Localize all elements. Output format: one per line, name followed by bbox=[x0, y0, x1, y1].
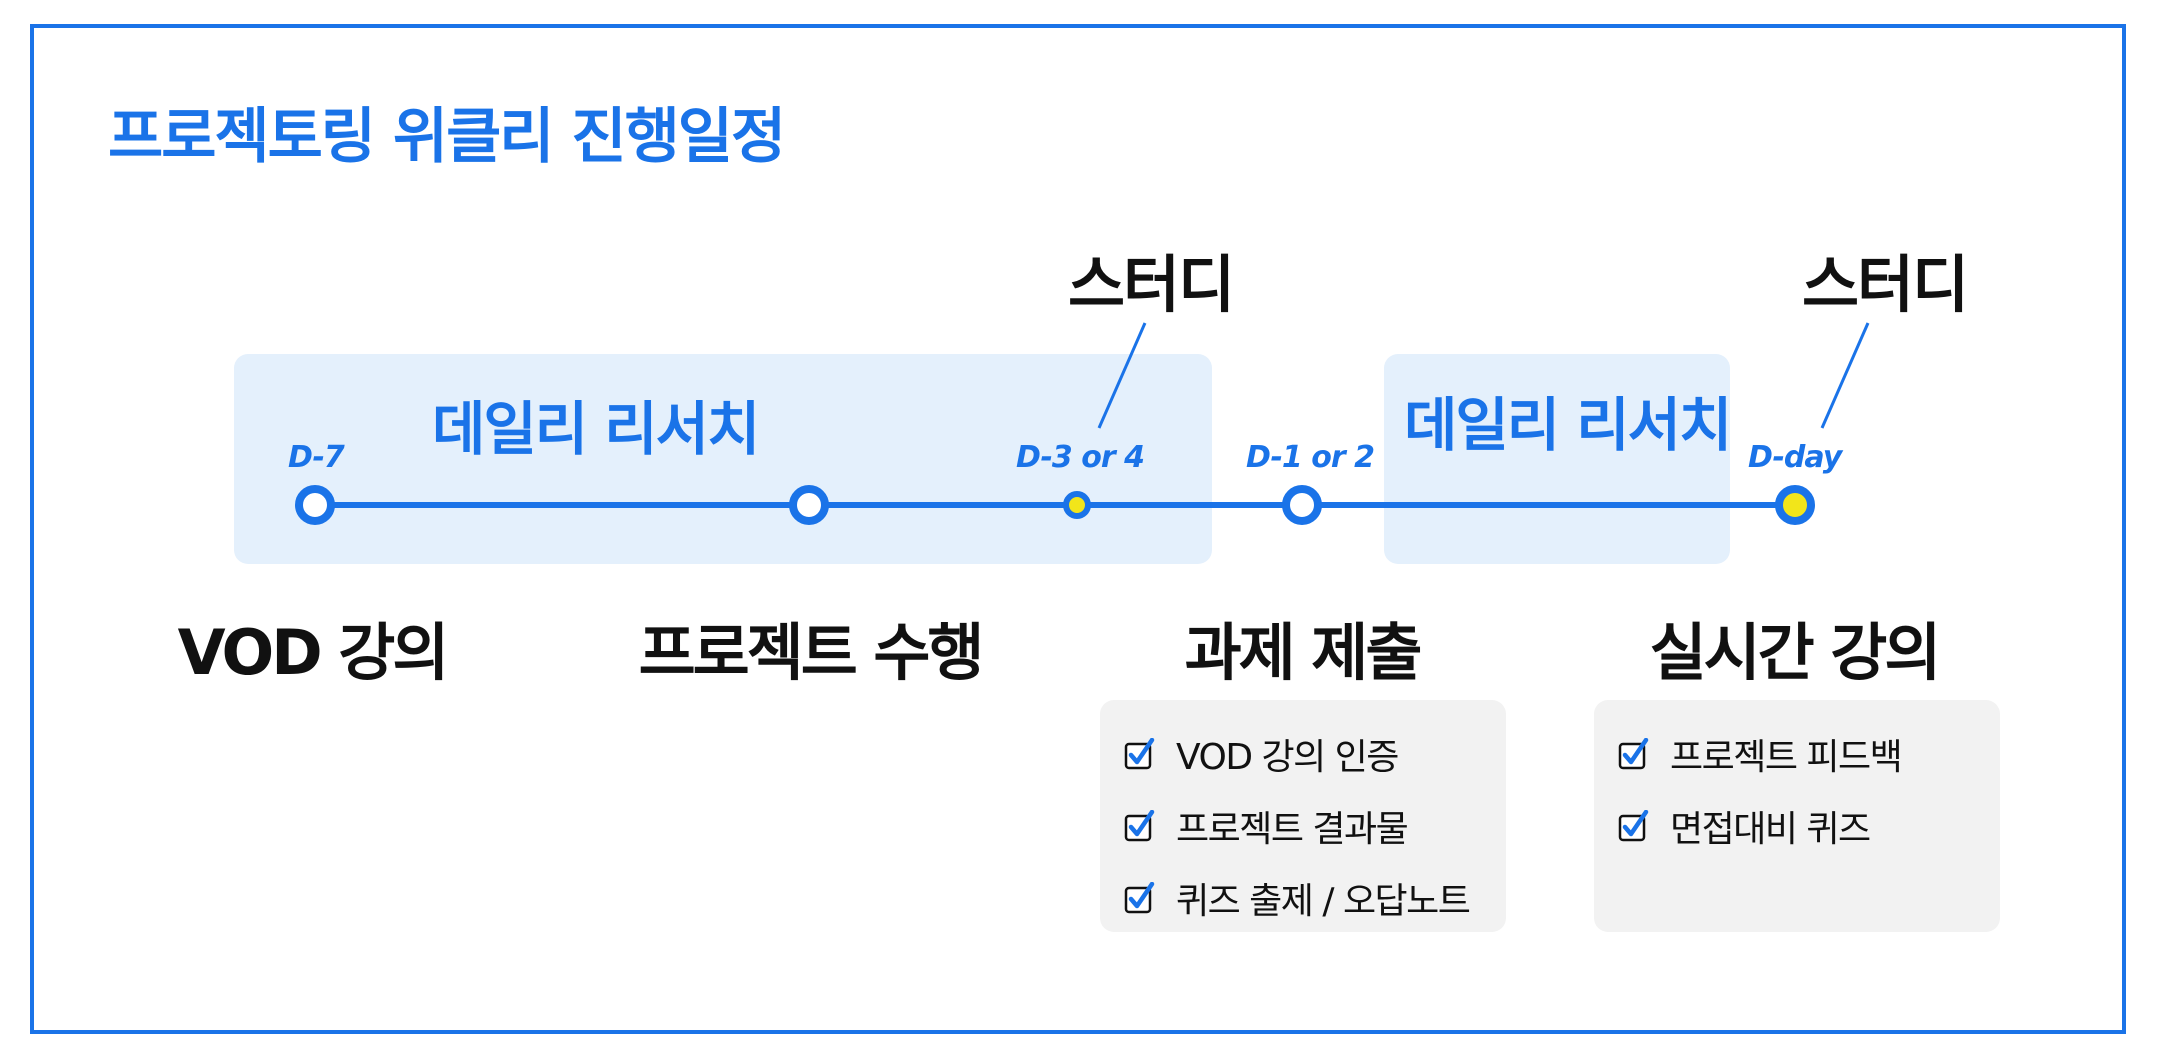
study-label-2: 스터디 bbox=[1802, 248, 1969, 321]
study-pointer-line-2 bbox=[1820, 322, 1870, 429]
daily-research-band-2 bbox=[1384, 354, 1730, 564]
stage-label-project: 프로젝트 수행 bbox=[638, 616, 985, 689]
study-pointer-line-1 bbox=[1097, 322, 1147, 429]
daily-research-label-1: 데일리 리서치 bbox=[432, 395, 760, 463]
checklist-item: 프로젝트 결과물 bbox=[1124, 790, 1506, 862]
checklist-item: VOD 강의 인증 bbox=[1124, 718, 1506, 790]
stage-label-live: 실시간 강의 bbox=[1649, 616, 1942, 689]
checklist-item: 퀴즈 출제 / 오답노트 bbox=[1124, 862, 1506, 934]
day-label-d-day: D-day bbox=[1748, 440, 1842, 475]
live-lecture-checklist: 프로젝트 피드백 면접대비 퀴즈 bbox=[1594, 700, 2000, 932]
checklist-item-label: 퀴즈 출제 / 오답노트 bbox=[1176, 881, 1471, 922]
timeline-node-study-1 bbox=[1063, 491, 1091, 519]
checkbox-checked-icon bbox=[1124, 882, 1155, 914]
study-label-1: 스터디 bbox=[1068, 248, 1235, 321]
timeline-node-vod bbox=[295, 485, 335, 525]
page-title: 프로젝토링 위클리 진행일정 bbox=[108, 102, 786, 172]
checklist-item: 면접대비 퀴즈 bbox=[1618, 790, 2000, 862]
checklist-item: 프로젝트 피드백 bbox=[1618, 718, 2000, 790]
daily-research-band-1 bbox=[234, 354, 1212, 564]
checkbox-checked-icon bbox=[1618, 738, 1649, 770]
day-label-d-1-or-2: D-1 or 2 bbox=[1246, 440, 1375, 475]
day-label-d-3-or-4: D-3 or 4 bbox=[1016, 440, 1145, 475]
stage-label-vod: VOD 강의 bbox=[177, 616, 450, 689]
checkbox-checked-icon bbox=[1618, 810, 1649, 842]
day-label-d-7: D-7 bbox=[288, 440, 345, 475]
checkbox-checked-icon bbox=[1124, 738, 1155, 770]
content-frame bbox=[30, 24, 2126, 1034]
checklist-item-label: VOD 강의 인증 bbox=[1176, 737, 1399, 778]
daily-research-label-2: 데일리 리서치 bbox=[1404, 391, 1732, 459]
submission-checklist: VOD 강의 인증 프로젝트 결과물 퀴즈 출제 / 오답노트 bbox=[1100, 700, 1506, 932]
stage-label-submit: 과제 제출 bbox=[1184, 616, 1423, 689]
timeline-node-project bbox=[789, 485, 829, 525]
checklist-item-label: 프로젝트 결과물 bbox=[1176, 809, 1409, 850]
checkbox-checked-icon bbox=[1124, 810, 1155, 842]
timeline-node-live bbox=[1775, 485, 1815, 525]
checklist-item-label: 프로젝트 피드백 bbox=[1670, 737, 1903, 778]
timeline-node-submit bbox=[1282, 485, 1322, 525]
checklist-item-label: 면접대비 퀴즈 bbox=[1670, 809, 1871, 850]
